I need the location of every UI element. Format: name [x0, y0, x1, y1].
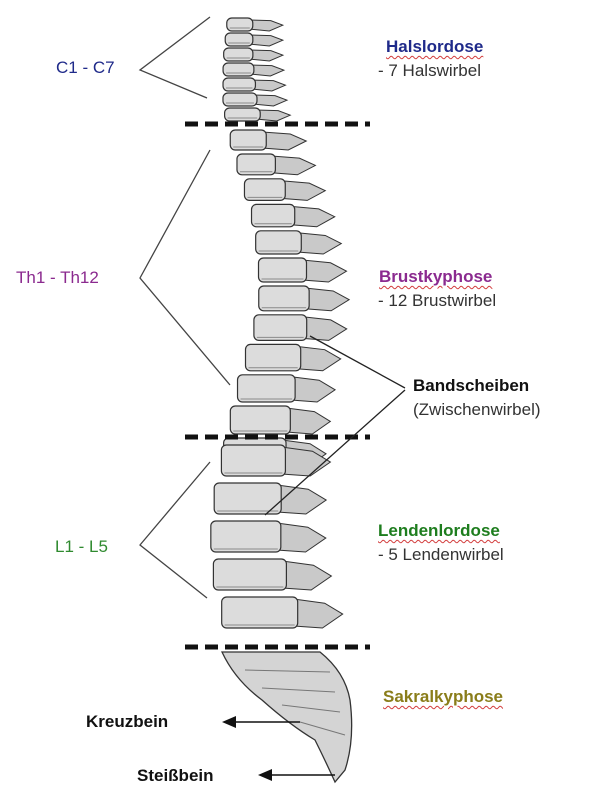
thoracic-vertebra: [246, 344, 301, 370]
subtitle-cervical: - 7 Halswirbel: [378, 61, 481, 81]
cervical-vertebra: [223, 63, 254, 76]
discs-title: Bandscheiben: [413, 376, 529, 396]
bracket-cervical: [140, 17, 210, 98]
sacrum-shape: [222, 652, 352, 782]
cervical-vertebra: [223, 93, 257, 106]
range-label-cervical: C1 - C7: [56, 58, 115, 78]
vertebral-column: [211, 18, 352, 782]
title-cervical: Halslordose: [386, 37, 483, 57]
cervical-vertebra-process: [250, 65, 284, 76]
thoracic-vertebra-process: [297, 233, 341, 254]
thoracic-vertebra-process: [291, 377, 335, 402]
title-sacral: Sakralkyphose: [383, 687, 503, 707]
title-thoracic: Brustkyphose: [379, 267, 492, 287]
range-label-thoracic: Th1 - Th12: [16, 268, 99, 288]
thoracic-vertebra-process: [303, 317, 347, 341]
bracket-thoracic: [140, 150, 230, 385]
thoracic-vertebra: [259, 286, 309, 311]
thoracic-vertebra: [230, 406, 290, 434]
range-label-lumbar: L1 - L5: [55, 537, 108, 557]
lumbar-vertebra: [213, 559, 286, 590]
thoracic-vertebra: [254, 315, 307, 341]
cervical-vertebra-process: [249, 20, 283, 31]
lumbar-vertebra: [222, 597, 298, 628]
cervical-vertebra: [223, 78, 255, 91]
subtitle-thoracic: - 12 Brustwirbel: [378, 291, 496, 311]
bracket-lumbar: [140, 462, 210, 598]
arrow-coccyx: [258, 769, 335, 781]
lumbar-vertebra-process: [282, 561, 331, 590]
thoracic-vertebra-process: [281, 181, 325, 201]
discs-subtitle: (Zwischenwirbel): [413, 400, 541, 420]
thoracic-vertebra-process: [262, 132, 306, 150]
cervical-vertebra-process: [256, 110, 290, 121]
title-lumbar: Lendenlordose: [378, 521, 500, 541]
thoracic-vertebra: [238, 375, 296, 402]
thoracic-vertebra: [259, 258, 307, 282]
cervical-vertebra: [224, 48, 253, 61]
lumbar-vertebra: [221, 445, 285, 476]
thoracic-vertebra-process: [286, 408, 330, 434]
cervical-vertebra-process: [249, 35, 283, 46]
thoracic-vertebra-process: [305, 288, 349, 311]
label-sacrum: Kreuzbein: [86, 712, 168, 732]
cervical-vertebra: [225, 33, 253, 46]
lumbar-vertebra: [211, 521, 281, 552]
cervical-vertebra-process: [249, 50, 283, 61]
label-coccyx: Steißbein: [137, 766, 214, 786]
subtitle-lumbar: - 5 Lendenwirbel: [378, 545, 504, 565]
thoracic-vertebra-process: [291, 206, 335, 226]
cervical-vertebra-process: [253, 95, 287, 106]
cervical-vertebra: [227, 18, 253, 31]
lumbar-vertebra-process: [277, 523, 326, 552]
thoracic-vertebra-process: [303, 260, 347, 282]
lumbar-vertebra-process: [277, 485, 326, 514]
cervical-vertebra: [225, 108, 261, 121]
cervical-vertebra-process: [251, 80, 285, 91]
thoracic-vertebra-process: [271, 156, 315, 175]
thoracic-vertebra-process: [297, 346, 341, 370]
lumbar-vertebra-process: [294, 599, 343, 628]
lumbar-vertebra-process: [281, 447, 330, 476]
